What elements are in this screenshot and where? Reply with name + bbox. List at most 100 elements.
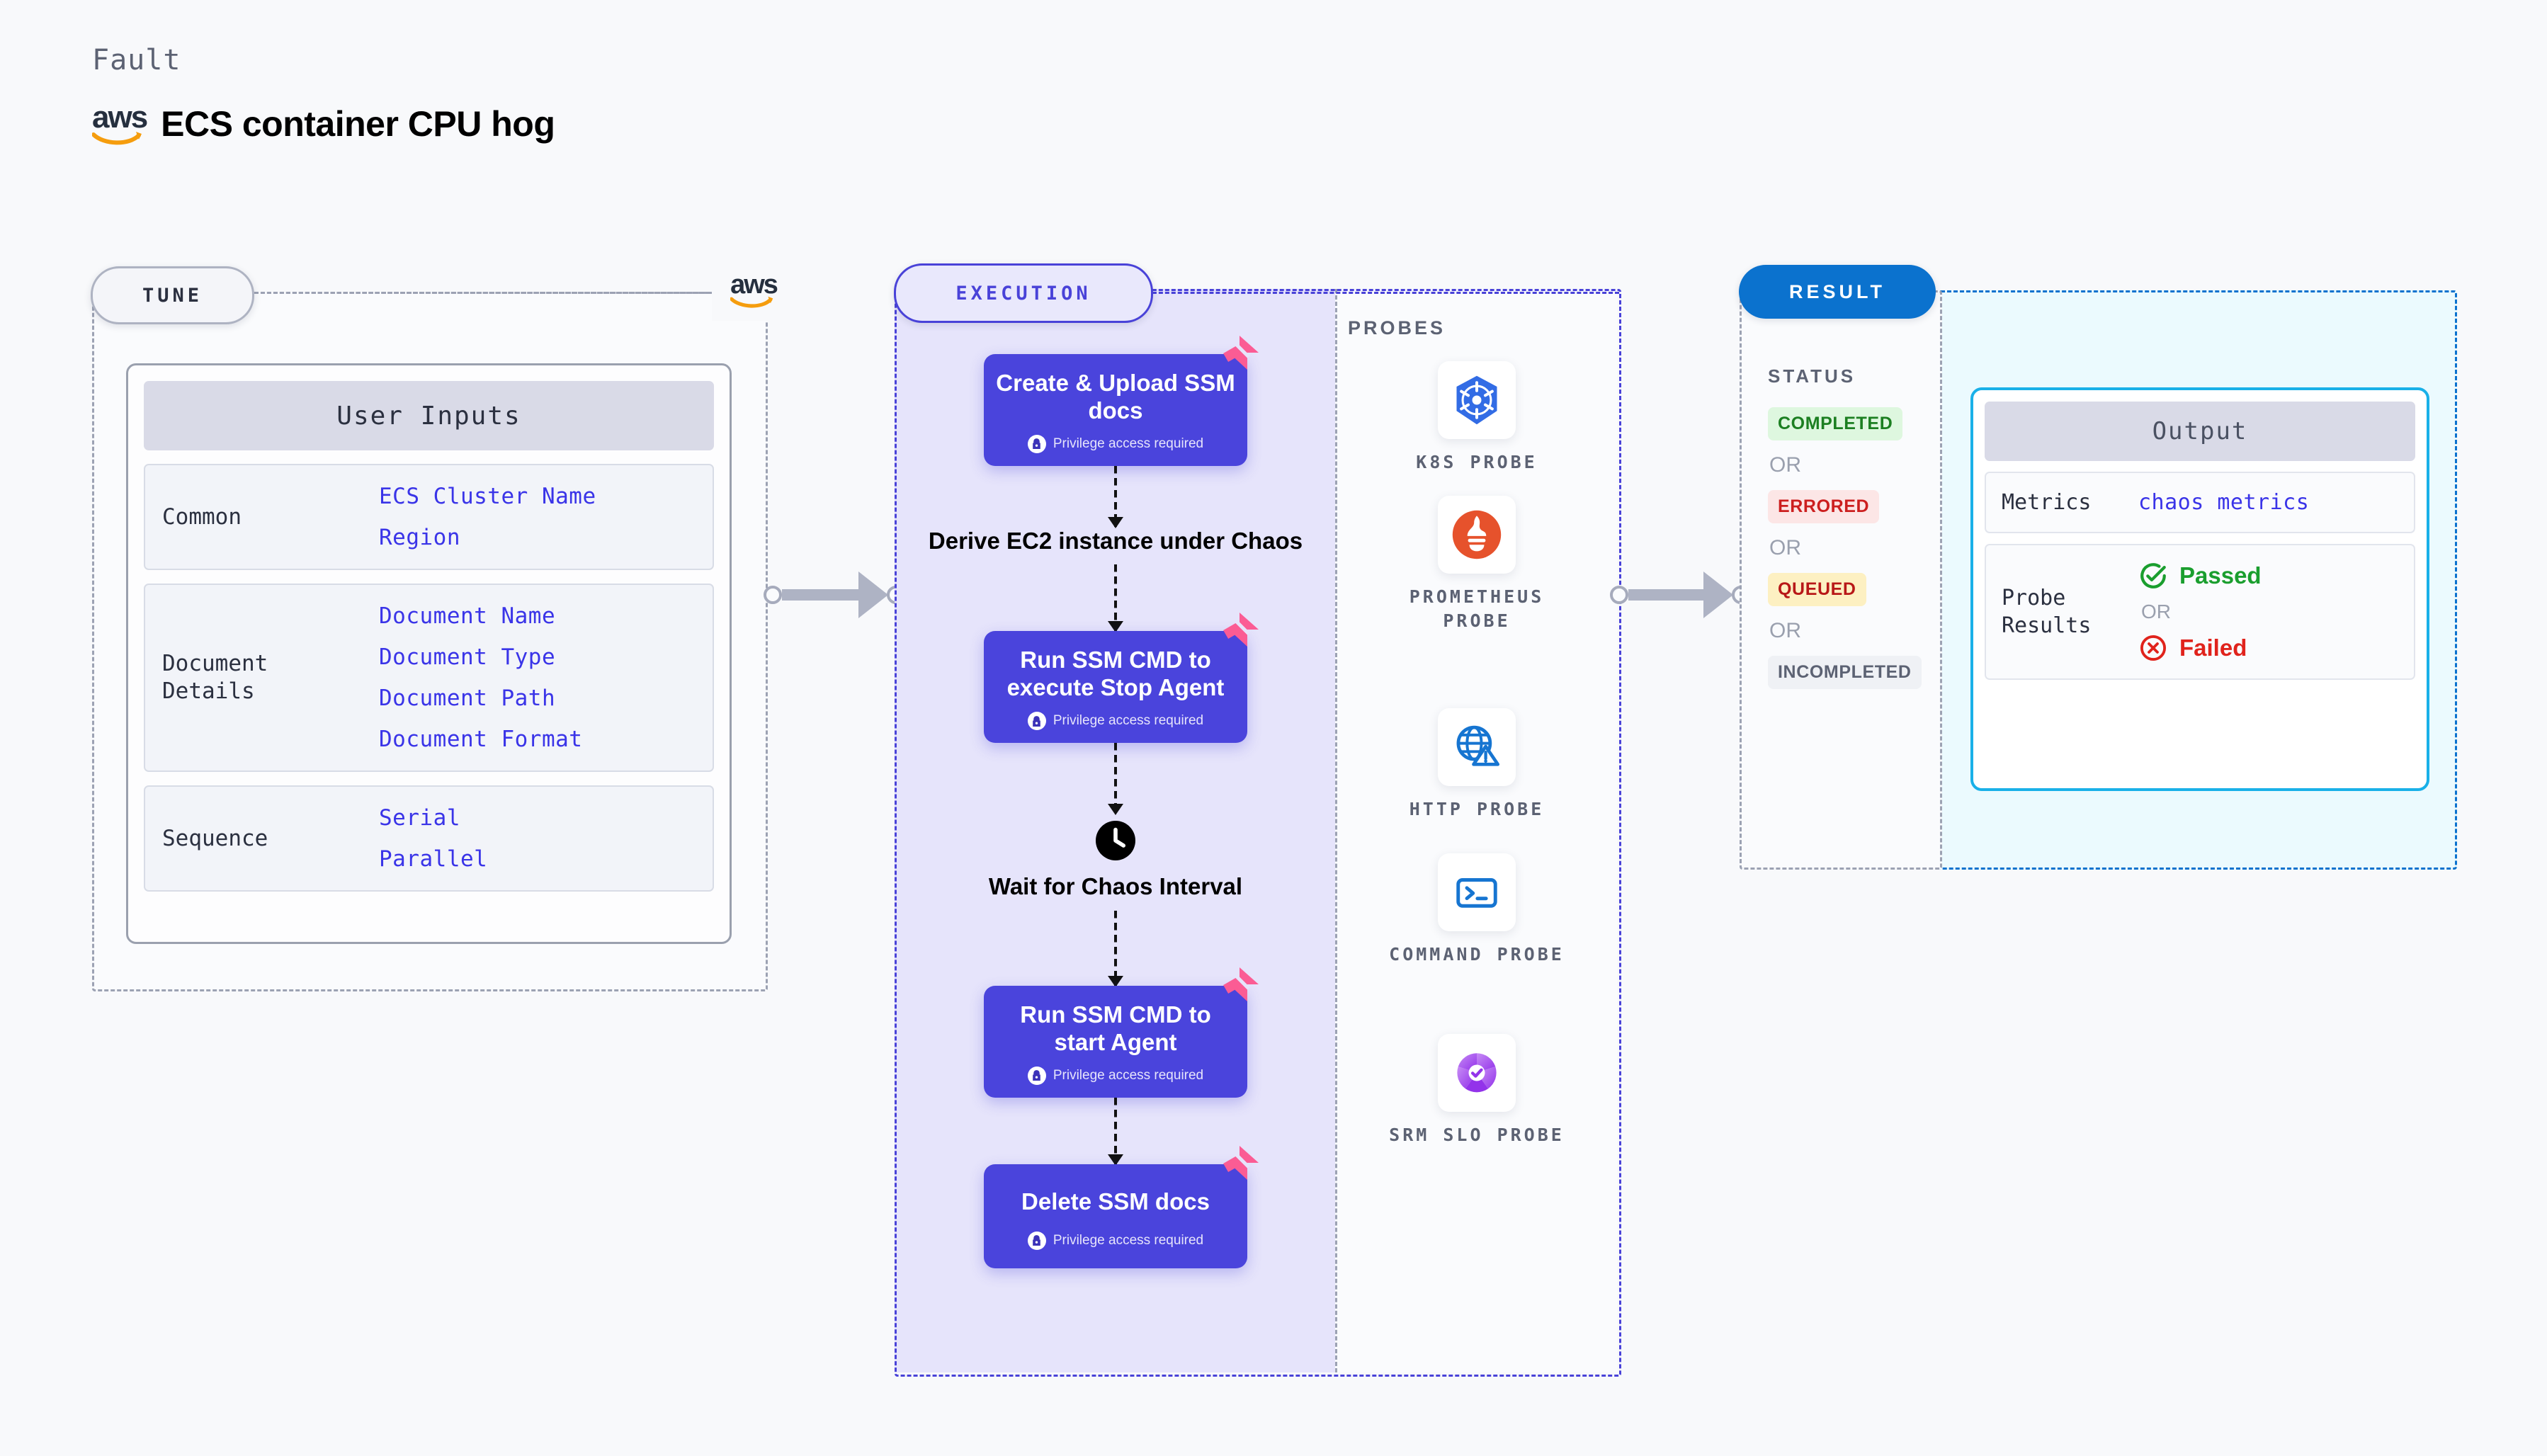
arrow-start-dot [764,586,782,604]
input-option[interactable]: ECS Cluster Name [379,484,596,509]
execution-top-dashed-line [1146,292,1619,294]
page-header: Fault aws ECS container CPU hog [92,44,555,146]
probe-http[interactable]: HTTP PROBE [1388,708,1565,821]
probe-label: SRM SLO PROBE [1389,1125,1565,1145]
input-option[interactable]: Document Name [379,603,556,629]
privilege-note: Privilege access required [1053,1232,1204,1248]
probe-label: PROMETHEUS PROBE [1409,586,1545,631]
status-badge-completed: COMPLETED [1768,407,1903,440]
privilege-note: Privilege access required [1053,1067,1204,1083]
output-row-probe-results: Probe Results Passed OR Failed [1985,544,2415,680]
clock-icon [1095,821,1135,861]
flow-step-title: Run SSM CMD to execute Stop Agent [1006,647,1225,701]
flow-step-title: Delete SSM docs [1021,1188,1210,1215]
aws-logo-icon: aws [92,100,148,146]
input-option[interactable]: Region [379,525,460,550]
user-inputs-title: User Inputs [144,381,714,450]
flow-step-wait-for-chaos-interval: Wait for Chaos Interval [989,821,1242,901]
probes-section [1335,289,1617,1372]
input-group-label: Common [162,504,242,530]
terminal-icon [1438,853,1516,931]
input-option[interactable]: Parallel [379,846,488,872]
status-or: OR [1769,453,1801,477]
kubernetes-icon [1438,361,1516,439]
chaos-fault-badge-icon [1223,967,1259,1001]
input-option[interactable]: Document Format [379,727,583,752]
input-option[interactable]: Document Type [379,644,556,670]
aws-logo-wordmark: aws [92,100,148,135]
flow-step-run-ssm-cmd-start-agent[interactable]: Run SSM CMD to start Agent Privilege acc… [984,967,1259,1098]
x-circle-icon [2140,635,2167,661]
tune-pill-label[interactable]: TUNE [91,266,254,324]
privilege-note: Privilege access required [1053,713,1204,729]
arrow-head [1703,571,1733,618]
chaos-fault-badge-icon [1223,613,1259,647]
input-group-label: Sequence [162,825,268,851]
arrow-head [858,571,888,618]
lock-icon [1027,1231,1046,1250]
flow-connector [1114,1097,1117,1164]
page-eyebrow: Fault [92,44,181,76]
lock-icon [1027,434,1046,453]
output-card: Output Metrics chaos metrics Probe Resul… [1970,387,2429,791]
page-title: ECS container CPU hog [161,104,555,144]
output-row-metrics: Metrics chaos metrics [1985,472,2415,533]
flow-connector [1114,910,1117,986]
prometheus-icon [1438,496,1516,574]
arrow-bar [1628,589,1703,601]
status-list: COMPLETED OR ERRORED OR QUEUED OR INCOMP… [1768,407,1931,689]
srm-slo-icon [1438,1034,1516,1112]
probe-result-label: Failed [2179,635,2247,661]
status-badge-errored: ERRORED [1768,490,1880,523]
execution-to-result-arrow [1610,571,1750,618]
probe-k8s[interactable]: K8S PROBE [1388,361,1565,474]
tune-aws-smile-icon [730,296,773,308]
output-title: Output [1985,402,2415,461]
flow-connector [1114,743,1117,814]
execution-flow: Create & Upload SSM docs Privilege acces… [928,336,1303,1268]
probe-result-passed: Passed [2138,561,2414,591]
probe-label: COMMAND PROBE [1389,944,1565,965]
status-or: OR [1769,536,1801,559]
status-badge-incompleted: INCOMPLETED [1768,656,1922,689]
lock-icon [1027,1066,1046,1085]
check-circle-icon [2140,563,2166,588]
tune-aws-logo-icon: aws [712,258,795,321]
probe-result-failed: Failed [2138,633,2414,663]
input-group-label: Document Details [162,651,268,704]
flow-connector [1114,465,1117,527]
probe-label: K8S PROBE [1416,452,1538,472]
result-pill-label[interactable]: RESULT [1739,265,1936,319]
flow-step-title: Create & Upload SSM docs [996,370,1235,423]
aws-smile-icon [92,132,142,145]
flow-step-create-upload-ssm-docs[interactable]: Create & Upload SSM docs Privilege acces… [984,336,1259,466]
flow-step-derive-ec2-instance: Derive EC2 instance under Chaos [929,527,1303,555]
execution-pill-label[interactable]: EXECUTION [894,263,1153,323]
probe-srm-slo[interactable]: SRM SLO PROBE [1388,1034,1565,1147]
input-group-common: Common ECS Cluster Name Region [144,464,714,570]
input-group-sequence: Sequence Serial Parallel [144,785,714,892]
output-row-label: Metrics [2002,490,2092,515]
metrics-value[interactable]: chaos metrics [2138,490,2310,515]
status-badge-queued: QUEUED [1768,573,1866,606]
flow-step-delete-ssm-docs[interactable]: Delete SSM docs Privilege access require… [984,1145,1259,1268]
input-group-document-details: Document Details Document Name Document … [144,584,714,772]
arrow-start-dot [1610,586,1628,604]
probe-prometheus[interactable]: PROMETHEUS PROBE [1388,496,1565,633]
tune-top-dashed-line [248,292,715,294]
status-or: OR [1769,619,1801,642]
flow-step-title: Run SSM CMD to start Agent [1020,1001,1211,1055]
probe-command[interactable]: COMMAND PROBE [1388,853,1565,967]
flow-connector [1114,564,1117,632]
http-globe-warning-icon [1438,708,1516,786]
probe-result-label: Passed [2179,562,2262,588]
input-option[interactable]: Serial [379,805,460,831]
flow-step-run-ssm-cmd-stop-agent[interactable]: Run SSM CMD to execute Stop Agent Privil… [984,613,1259,744]
flow-step-title: Wait for Chaos Interval [988,873,1243,900]
probe-label: HTTP PROBE [1409,799,1545,819]
flow-step-title: Derive EC2 instance under Chaos [928,527,1303,554]
lock-icon [1027,712,1046,731]
arrow-bar [782,589,858,601]
probe-result-or: OR [2141,601,2171,622]
input-option[interactable]: Document Path [379,686,556,711]
